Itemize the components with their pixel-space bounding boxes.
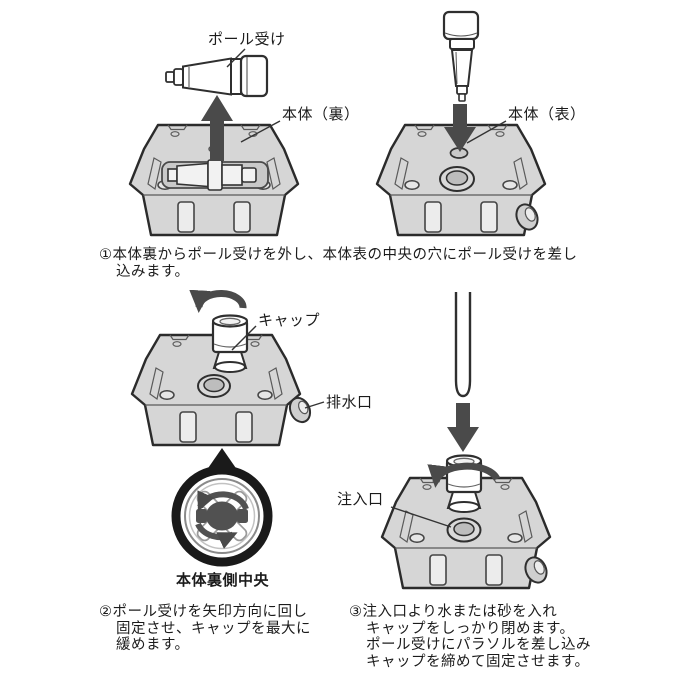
drain-port-bump: [524, 556, 548, 584]
step-3-line: ポール受けにパラソルを差し込み: [366, 637, 591, 653]
up-arrow-icon: [201, 95, 233, 161]
step-2-line: 緩めます。: [116, 637, 190, 653]
step-2-line: ②ポール受けを矢印方向に回し: [99, 604, 308, 620]
step1-body-back-diagram: [128, 48, 300, 237]
step-3-line: ③注入口より水または砂を入れ: [349, 604, 558, 620]
pole-receiver-part-vertical: [442, 10, 480, 102]
step-1-line: 込みます。: [116, 263, 190, 280]
rotate-arrow-icon: [427, 462, 501, 488]
drain-port-bump: [288, 396, 312, 424]
step3-pour-diagram: [380, 292, 552, 590]
injection-port-label: 注入口: [337, 491, 384, 508]
pole-receiver-label: ポール受け: [208, 31, 286, 48]
cap-part: [211, 314, 249, 374]
pole-receiver-leader-line: [226, 48, 246, 68]
drain-port-leader-line: [304, 401, 325, 409]
step-2-text: ②ポール受けを矢印方向に回し 固定させ、キャップを最大に 緩めます。: [99, 604, 354, 654]
step2-cap-diagram: [130, 289, 325, 447]
step1-body-front-diagram: [375, 10, 547, 237]
cap-label: キャップ: [258, 312, 321, 329]
body-back-leader-line: [240, 120, 281, 143]
step-1-line: ①本体裏からポール受けを外し、本体表の中央の穴にポール受けを差し: [99, 247, 578, 263]
drain-port-label: 排水口: [326, 394, 373, 411]
body-front-leader-line: [466, 120, 507, 144]
step-2-line: 固定させ、キャップを最大に: [116, 620, 311, 637]
body-back-center-label: 本体裏側中央: [176, 572, 270, 589]
step2-center-detail: [171, 448, 273, 567]
down-arrow-icon: [444, 104, 476, 152]
rotate-arrow-icon: [189, 289, 247, 313]
drain-port-bump: [515, 203, 539, 231]
step-3-text: ③注入口より水または砂を入れ キャップをしっかり閉めます。 ポール受けにパラソル…: [349, 604, 649, 670]
step-1-text: ①本体裏からポール受けを外し、本体表の中央の穴にポール受けを差し 込みます。: [99, 247, 624, 280]
parasol-pole: [454, 292, 472, 398]
rotate-arrow-top-icon: [197, 490, 249, 512]
cap-leader-line: [231, 325, 257, 351]
body-back-label: 本体（裏）: [282, 106, 360, 123]
pole-receiver-part: [165, 54, 269, 98]
step-3-line: キャップを締めて固定させます。: [366, 653, 590, 670]
step-3-line: キャップをしっかり閉めます。: [366, 620, 575, 637]
injection-port-leader-line: [390, 506, 452, 528]
down-arrow-icon: [447, 403, 479, 452]
body-front-label: 本体（表）: [508, 106, 586, 123]
rotate-arrow-bottom-icon: [195, 522, 238, 549]
